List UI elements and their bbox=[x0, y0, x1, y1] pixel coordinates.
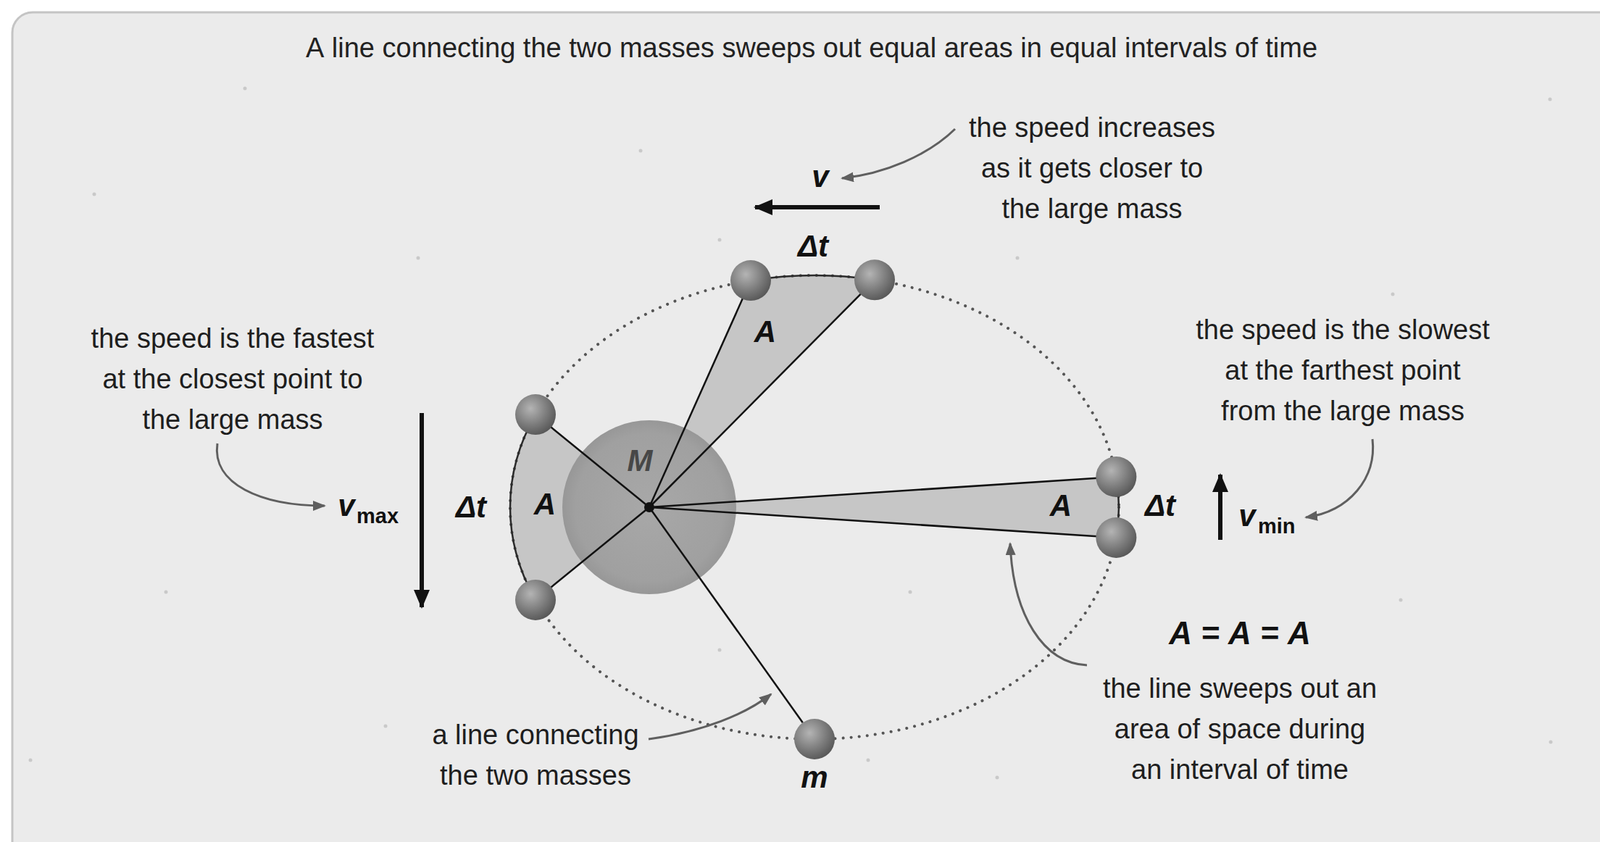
time-interval-label: Δt bbox=[1144, 490, 1176, 522]
star-dot bbox=[243, 86, 248, 91]
star-dot bbox=[384, 724, 388, 729]
connector-group bbox=[700, 578, 803, 723]
leader-arrow bbox=[648, 694, 772, 740]
leader-arrow bbox=[216, 443, 325, 506]
swept-arc bbox=[750, 275, 875, 281]
mass-circle bbox=[794, 718, 835, 760]
radius-line bbox=[535, 507, 650, 600]
velocity-arrow bbox=[755, 205, 880, 210]
star-dot bbox=[164, 590, 169, 595]
star-dot bbox=[92, 192, 97, 197]
orbit-path bbox=[510, 275, 1119, 740]
star-dot bbox=[718, 238, 722, 243]
subscript-label: max bbox=[356, 505, 399, 527]
area-label: A bbox=[754, 316, 777, 348]
subscript-label: min bbox=[1257, 515, 1296, 537]
orbiting-mass bbox=[515, 394, 556, 435]
star-dot bbox=[995, 776, 1000, 780]
velocity-label: v bbox=[811, 161, 829, 193]
radius-line bbox=[649, 507, 1116, 538]
leader-arrow bbox=[1010, 543, 1087, 666]
star-dot bbox=[1548, 97, 1553, 102]
panel-background bbox=[12, 12, 1600, 842]
large-mass: M bbox=[562, 420, 737, 595]
mass-connector-line bbox=[700, 578, 803, 723]
center-dot bbox=[644, 502, 655, 513]
small-mass: m bbox=[794, 718, 835, 760]
swept-arc bbox=[510, 414, 536, 600]
title-text: A line connecting the two masses sweeps … bbox=[305, 27, 1318, 69]
velocity-arrow bbox=[419, 413, 424, 608]
velocity-label: v bbox=[1238, 500, 1256, 532]
star-dot bbox=[718, 648, 722, 653]
mass-circle bbox=[562, 420, 737, 595]
time-interval-label: Δt bbox=[797, 231, 829, 262]
star-dot bbox=[28, 758, 33, 763]
time-interval-label: Δt bbox=[455, 492, 487, 523]
equation-label: A = A = A bbox=[1168, 617, 1311, 650]
callout-text: the speed is the fastest at the closest … bbox=[86, 318, 380, 440]
area-label: A bbox=[534, 489, 556, 520]
leader-arrow bbox=[1305, 439, 1374, 518]
star-dot bbox=[416, 256, 421, 261]
callout-text: the speed is the slowest at the farthest… bbox=[1194, 309, 1492, 432]
orbiting-mass bbox=[1095, 456, 1137, 498]
radius-line bbox=[649, 280, 751, 508]
callout-text: a line connecting the two masses bbox=[421, 714, 650, 796]
callout-text: the line sweeps out an area of space dur… bbox=[1099, 668, 1381, 790]
star-dot bbox=[908, 590, 913, 595]
orbiting-mass bbox=[515, 579, 556, 621]
star-dot bbox=[1391, 292, 1395, 297]
orbiting-mass bbox=[730, 260, 772, 301]
callout-text: the speed increases as it gets closer to… bbox=[963, 107, 1222, 229]
orbiting-mass bbox=[1095, 517, 1137, 558]
leader-arrow bbox=[842, 128, 956, 179]
velocity-arrow bbox=[1218, 474, 1223, 540]
star-dot bbox=[639, 149, 643, 153]
area-label: A bbox=[1050, 490, 1072, 522]
mass-label: M bbox=[627, 445, 653, 477]
star-dot bbox=[1015, 256, 1020, 261]
radius-line bbox=[649, 507, 700, 579]
radius-line bbox=[649, 279, 875, 508]
star-dot bbox=[1549, 740, 1553, 745]
star-dot bbox=[866, 758, 871, 763]
star-dot bbox=[1399, 598, 1403, 603]
mass-label: m bbox=[800, 762, 828, 793]
radius-line bbox=[649, 476, 1116, 508]
node-shape bbox=[794, 718, 835, 760]
velocity-label: v bbox=[337, 490, 355, 522]
orbiting-mass bbox=[854, 259, 895, 300]
swept-arc bbox=[1115, 476, 1119, 538]
